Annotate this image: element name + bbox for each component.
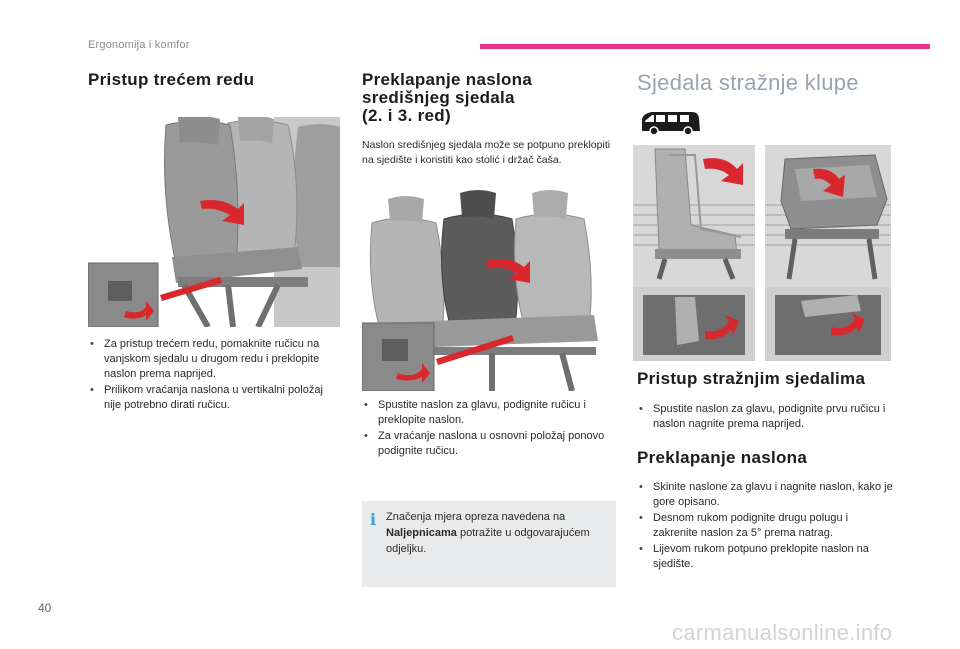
illustration-third-row-seat	[88, 117, 340, 327]
list-item: Spustite naslon za glavu, podignite ruči…	[362, 398, 614, 428]
title-rear-bench: Sjedala stražnje klupe	[637, 70, 859, 95]
list-item: Spustite naslon za glavu, podignite prvu…	[637, 402, 889, 432]
list-item: Desnom rukom podignite drugu polugu i za…	[637, 511, 895, 541]
info-text: potražite u odgovarajućem odjeljku.	[386, 527, 590, 555]
list-item: Skinite naslone za glavu i nagnite naslo…	[637, 480, 895, 510]
subtitle-rear-access: Pristup stražnjim sjedalima	[637, 369, 866, 388]
info-box: i Značenja mjera opreza navedena na Nalj…	[362, 501, 616, 587]
instructions-middle-seat: Spustite naslon za glavu, podignite ruči…	[362, 398, 614, 460]
watermark: carmanualsonline.info	[672, 620, 893, 645]
illustration-rear-bench	[625, 145, 891, 361]
title-fold-middle-seat: Preklapanje naslona središnjeg sjedala (…	[362, 71, 612, 125]
intro-paragraph: Naslon središnjeg sjedala može se potpun…	[362, 139, 611, 166]
page-number: 40	[38, 601, 52, 615]
list-item: Za pristup trećem redu, pomaknite ručicu…	[88, 337, 343, 382]
instructions-third-row: Za pristup trećem redu, pomaknite ručicu…	[88, 337, 343, 414]
title-third-row-access: Pristup trećem redu	[88, 70, 255, 89]
info-text: Značenja mjera opreza navedena na	[386, 511, 566, 523]
section-header: Ergonomija i komfor	[88, 39, 190, 51]
list-item: Za vraćanje naslona u osnovni položaj po…	[362, 429, 614, 459]
info-text-bold: Naljepnicama	[386, 527, 457, 539]
illustration-middle-seat-fold	[362, 183, 616, 391]
list-item: Lijevom rukom potpuno preklopite naslon …	[637, 542, 895, 572]
instructions-rear-access: Spustite naslon za glavu, podignite prvu…	[637, 402, 889, 433]
info-icon: i	[370, 510, 377, 529]
title-line: središnjeg sjedala	[362, 88, 515, 107]
title-line: (2. i 3. red)	[362, 106, 451, 125]
title-line: Preklapanje naslona	[362, 70, 533, 89]
header-accent-bar	[480, 44, 930, 49]
subtitle-fold-backrest: Preklapanje naslona	[637, 448, 808, 467]
list-item: Prilikom vraćanja naslona u vertikalni p…	[88, 383, 343, 413]
instructions-fold-backrest: Skinite naslone za glavu i nagnite naslo…	[637, 480, 895, 573]
van-icon	[640, 109, 702, 137]
